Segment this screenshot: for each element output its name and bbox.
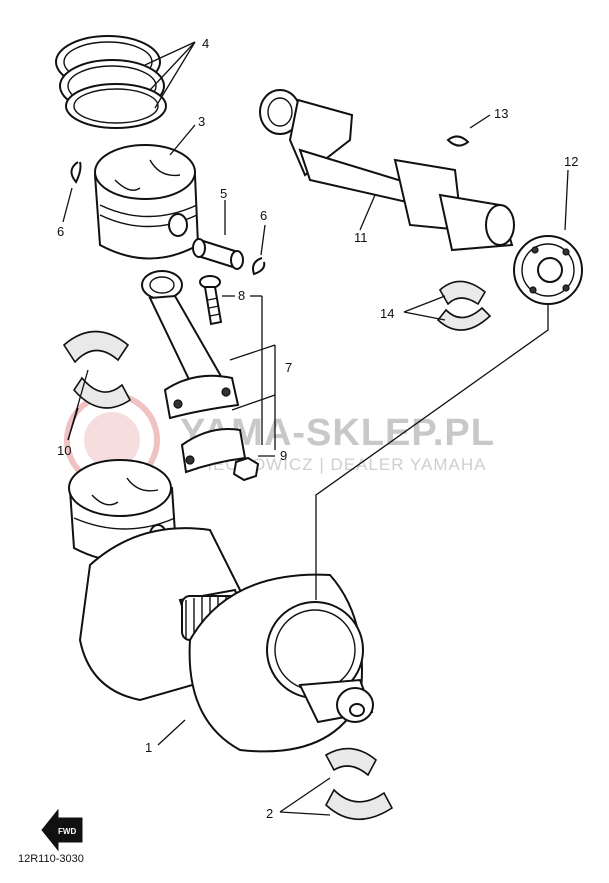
callout-6-upper: 6 bbox=[57, 224, 64, 239]
callout-4: 4 bbox=[202, 36, 209, 51]
connecting-rod bbox=[141, 270, 247, 474]
fwd-label: FWD bbox=[58, 827, 76, 836]
balancer-shaft bbox=[259, 89, 515, 252]
rod-bolt bbox=[199, 275, 223, 326]
callout-10: 10 bbox=[57, 443, 71, 458]
callout-8: 8 bbox=[238, 288, 245, 303]
callout-6-lower: 6 bbox=[260, 208, 267, 223]
circlip-upper bbox=[70, 161, 82, 184]
callout-1: 1 bbox=[145, 740, 152, 755]
piston-upper bbox=[93, 144, 200, 260]
callout-13: 13 bbox=[494, 106, 508, 121]
balancer-bearing-shells bbox=[436, 280, 492, 331]
crankshaft bbox=[78, 527, 374, 753]
piston-rings bbox=[55, 35, 167, 129]
woodruff-key bbox=[446, 135, 470, 147]
leader-lines bbox=[62, 41, 569, 816]
callout-2: 2 bbox=[266, 806, 273, 821]
watermark-sub-text: PIECHOWICZ | DEALER YAMAHA bbox=[195, 455, 486, 474]
callout-12: 12 bbox=[564, 154, 578, 169]
callout-11: 11 bbox=[354, 230, 368, 245]
callout-14: 14 bbox=[380, 306, 394, 321]
callouts: 1 2 3 4 5 6 6 7 8 9 10 11 12 13 14 bbox=[57, 36, 578, 821]
forward-arrow-icon: FWD bbox=[41, 808, 83, 852]
callout-5: 5 bbox=[220, 186, 227, 201]
circlip-lower bbox=[252, 257, 266, 276]
piston-pin bbox=[192, 238, 244, 270]
callout-3: 3 bbox=[198, 114, 205, 129]
rod-bearing-shells bbox=[62, 330, 132, 409]
balancer-gear bbox=[513, 235, 583, 305]
main-bearing-shells bbox=[324, 747, 394, 821]
rod-nut bbox=[232, 456, 260, 482]
callout-9: 9 bbox=[280, 448, 287, 463]
callout-7: 7 bbox=[285, 360, 292, 375]
diagram-code: 12R110-3030 bbox=[18, 853, 84, 865]
